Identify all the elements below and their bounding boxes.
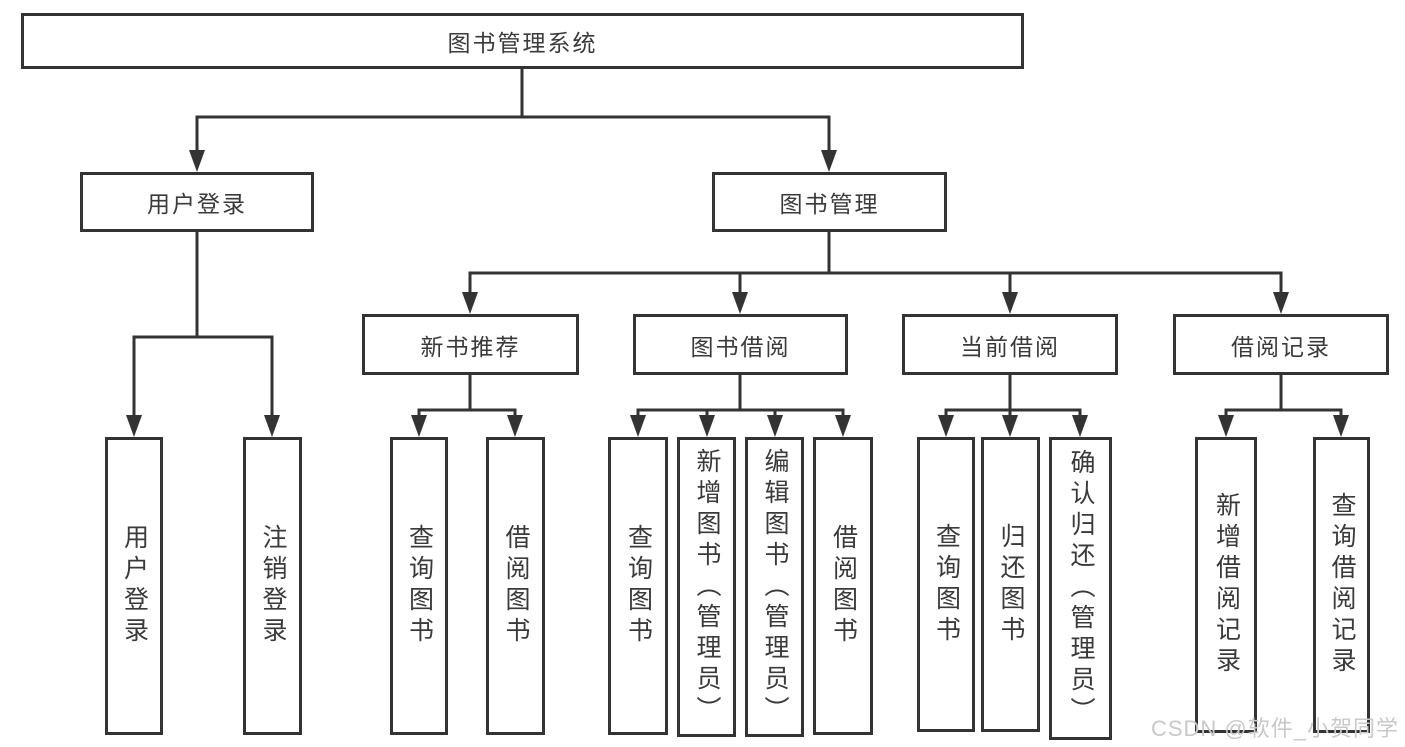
node-book-management: 图书管理 [712, 172, 947, 232]
node-label: 查询图书 [932, 522, 961, 647]
leaf-borrow-books-borrow: 借阅图书 [813, 437, 873, 735]
node-label: 确认归还（管理员） [1067, 449, 1095, 728]
node-borrowing-records: 借阅记录 [1173, 314, 1389, 375]
node-label: 图书管理 [779, 191, 880, 217]
node-label: 查询图书 [405, 524, 434, 648]
leaf-logout: 注销登录 [243, 437, 302, 735]
leaf-query-books-newbooks: 查询图书 [390, 437, 448, 735]
node-current-borrowing: 当前借阅 [902, 314, 1118, 375]
leaf-query-books-borrow: 查询图书 [608, 437, 668, 735]
node-label: 编辑图书（管理员） [761, 447, 789, 727]
leaf-edit-books-admin: 编辑图书（管理员） [745, 437, 804, 737]
node-label: 注销登录 [259, 524, 287, 648]
leaf-add-borrow-record: 新增借阅记录 [1195, 437, 1257, 733]
node-label: 查询借阅记录 [1328, 492, 1356, 678]
node-book-borrowing: 图书借阅 [633, 314, 848, 375]
node-label: 查询图书 [624, 524, 653, 648]
node-library-management-system: 图书管理系统 [21, 13, 1024, 69]
node-label: 借阅记录 [1231, 333, 1331, 360]
node-label: 借阅图书 [502, 524, 530, 648]
leaf-add-books-admin: 新增图书（管理员） [677, 437, 736, 737]
leaf-return-books: 归还图书 [981, 437, 1040, 732]
node-label: 图书借阅 [690, 333, 791, 360]
node-new-book-recommendation: 新书推荐 [362, 314, 579, 375]
leaf-confirm-return-admin: 确认归还（管理员） [1049, 437, 1112, 740]
leaf-query-books-current: 查询图书 [917, 437, 975, 732]
node-label: 归还图书 [997, 522, 1025, 647]
node-label: 借阅图书 [829, 524, 858, 648]
node-label: 新增图书（管理员） [693, 447, 721, 727]
node-label: 当前借阅 [960, 333, 1060, 360]
csdn-watermark: CSDN @软件_小贺同学 [1150, 716, 1399, 741]
node-label: 用户登录 [147, 191, 247, 217]
leaf-borrow-books-newbooks: 借阅图书 [486, 437, 545, 735]
node-label: 用户登录 [120, 524, 149, 648]
node-user-login: 用户登录 [80, 172, 314, 232]
leaf-query-borrow-record: 查询借阅记录 [1313, 437, 1370, 733]
node-label: 新书推荐 [420, 333, 521, 360]
node-label: 新增借阅记录 [1212, 492, 1241, 678]
node-label: 图书管理系统 [447, 30, 598, 56]
leaf-user-login: 用户登录 [105, 437, 163, 735]
